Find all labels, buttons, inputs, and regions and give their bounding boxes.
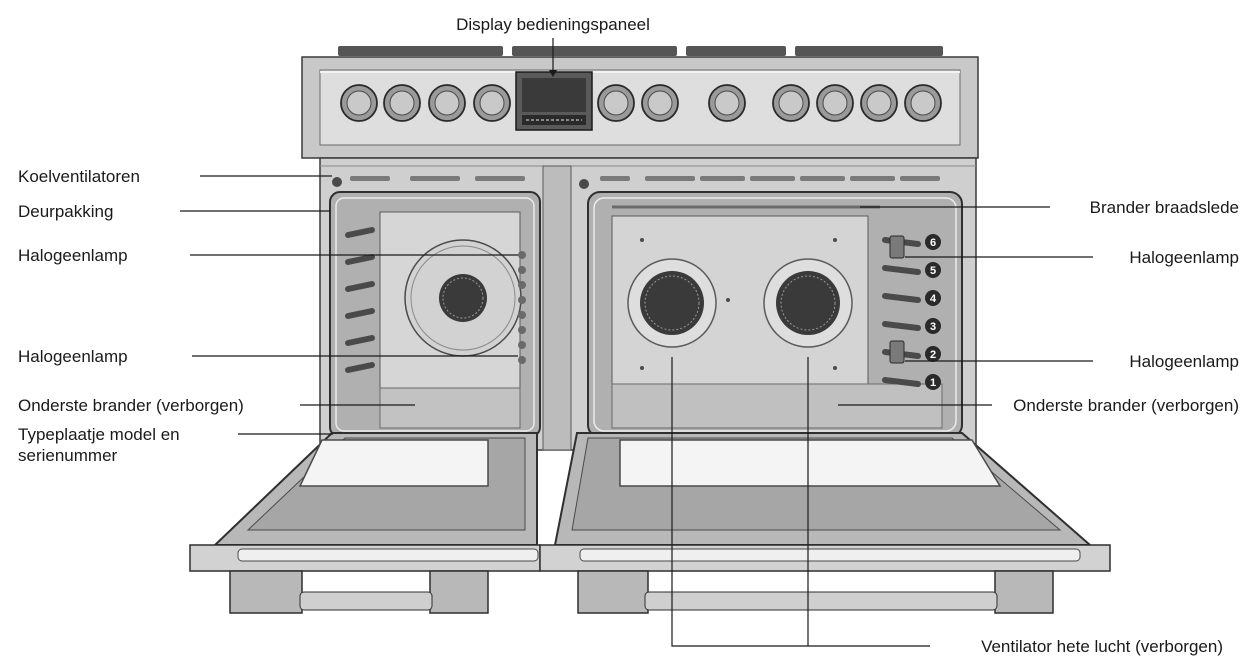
rack-badge (925, 318, 941, 334)
vent-screw (332, 177, 342, 187)
rack-badge (925, 346, 941, 362)
cooling-vents (350, 176, 940, 181)
svg-text:4: 4 (930, 293, 937, 305)
callout-labels: Display bedieningspaneel Koelventilatore… (18, 15, 1239, 656)
svg-text:2: 2 (930, 349, 936, 361)
rack-badge (925, 290, 941, 306)
rack-badge (925, 374, 941, 390)
label-halogen-right-top: Halogeenlamp (1129, 248, 1239, 267)
cooktop-grate (686, 46, 786, 56)
halogen-lamp-housing (889, 235, 905, 259)
cooktop-grate (512, 46, 677, 56)
label-halogen-left-top: Halogeenlamp (18, 246, 128, 265)
rack-position-badges: 6 5 4 3 2 1 (925, 234, 941, 390)
knob[interactable] (772, 84, 810, 122)
label-bottom-burner-left: Onderste brander (verborgen) (18, 396, 244, 415)
label-convection-fan: Ventilator hete lucht (verborgen) (981, 637, 1223, 656)
label-display: Display bedieningspaneel (456, 15, 650, 34)
rack-badge (925, 234, 941, 250)
leader-lines (180, 38, 1093, 647)
knob[interactable] (860, 84, 898, 122)
label-cooling-fans: Koelventilatoren (18, 167, 140, 186)
fan-grille (439, 274, 487, 322)
left-oven-door[interactable] (189, 432, 541, 614)
right-door-handle[interactable] (579, 548, 1081, 562)
cooktop-grate (338, 46, 503, 56)
knob[interactable] (428, 84, 466, 122)
left-oven-cavity (329, 191, 541, 438)
right-door-window (619, 439, 1002, 487)
knob[interactable] (904, 84, 942, 122)
oven-divider (542, 165, 572, 451)
fan-grille (776, 271, 840, 335)
svg-text:3: 3 (930, 321, 936, 333)
knob[interactable] (383, 84, 421, 122)
knob[interactable] (597, 84, 635, 122)
knobs (340, 84, 942, 122)
label-door-gasket: Deurpakking (18, 202, 113, 221)
knob[interactable] (340, 84, 378, 122)
svg-text:6: 6 (930, 237, 936, 249)
knob[interactable] (641, 84, 679, 122)
label-bottom-burner-right: Onderste brander (verborgen) (1013, 396, 1239, 415)
knob[interactable] (473, 84, 511, 122)
svg-text:5: 5 (930, 265, 936, 277)
left-door-window (298, 439, 489, 487)
label-rating-plate-1: Typeplaatje model en (18, 425, 180, 444)
cooktop-grate (795, 46, 943, 56)
right-oven-cavity: 6 5 4 3 2 1 (587, 191, 963, 438)
knob[interactable] (816, 84, 854, 122)
label-rating-plate-2: serienummer (18, 446, 118, 465)
rack-badge (925, 262, 941, 278)
label-halogen-left-bottom: Halogeenlamp (18, 347, 128, 366)
label-broil-burner: Brander braadslede (1090, 198, 1239, 217)
label-halogen-right-bottom: Halogeenlamp (1129, 352, 1239, 371)
halogen-lamp-housing (889, 340, 905, 364)
left-door-handle[interactable] (237, 548, 539, 562)
svg-text:1: 1 (930, 377, 936, 389)
fan-grille (640, 271, 704, 335)
vent-screw (579, 179, 589, 189)
knob[interactable] (708, 84, 746, 122)
display-screen[interactable] (515, 71, 593, 131)
range-illustration: 6 5 4 3 2 1 (189, 46, 1111, 614)
right-oven-door[interactable] (539, 432, 1111, 614)
